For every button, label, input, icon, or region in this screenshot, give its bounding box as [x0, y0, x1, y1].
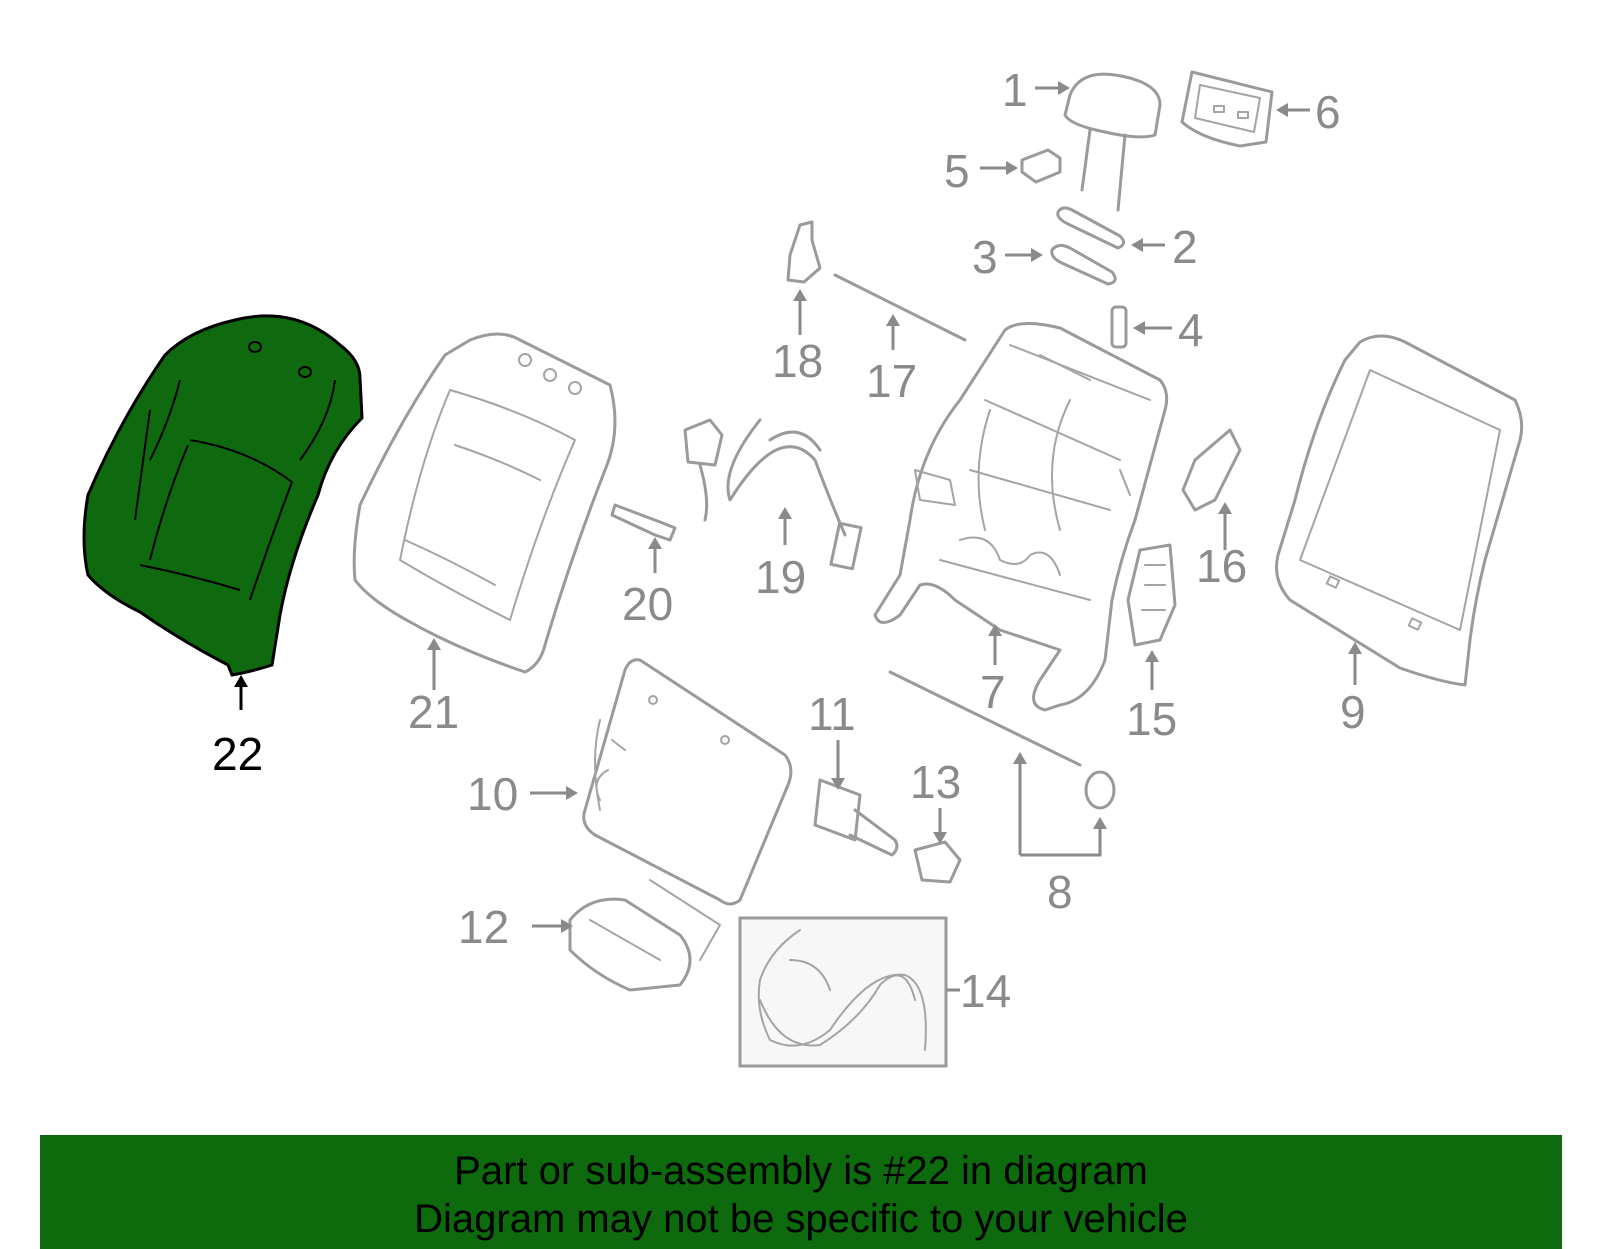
callout-labels: 22 21 1 6 5 2 3 4 7 9 10 11 12 13 14 15 … [212, 64, 1366, 1017]
part-17-rod[interactable] [833, 273, 967, 342]
part-5-pad[interactable] [1020, 148, 1062, 184]
part-15-motor[interactable] [1126, 543, 1177, 647]
callout-17: 17 [866, 355, 917, 407]
callout-1: 1 [1002, 64, 1028, 116]
banner-line-2: Diagram may not be specific to your vehi… [414, 1197, 1188, 1241]
callout-18: 18 [772, 335, 823, 387]
callout-11: 11 [808, 688, 856, 740]
callout-7: 7 [980, 666, 1006, 718]
part-10-lumbar-panel[interactable] [582, 658, 793, 906]
callout-9: 9 [1340, 686, 1366, 738]
part-7-seat-back-frame[interactable] [873, 322, 1169, 712]
part-18-latch[interactable] [786, 220, 822, 284]
part-22-seat-back-cover[interactable] [82, 314, 364, 677]
part-16-motor[interactable] [1181, 428, 1242, 512]
callout-15: 15 [1126, 693, 1177, 745]
part-6-guide-cap[interactable] [1180, 70, 1274, 148]
callout-2: 2 [1172, 221, 1198, 273]
callout-10: 10 [467, 768, 518, 820]
part-21-seat-back-trim[interactable] [352, 332, 617, 674]
callout-4: 4 [1178, 304, 1204, 356]
leader-lines [234, 81, 1362, 992]
callout-3: 3 [972, 231, 998, 283]
part-1-headrest[interactable] [1063, 72, 1162, 212]
part-19-harness[interactable] [683, 418, 863, 571]
part-2-bracket[interactable] [1056, 206, 1125, 250]
part-12-pump[interactable] [568, 879, 721, 992]
callout-6: 6 [1315, 86, 1341, 138]
callout-5: 5 [944, 145, 970, 197]
callout-16: 16 [1196, 540, 1247, 592]
part-20-plug[interactable] [610, 503, 677, 542]
part-13-sensor[interactable] [913, 840, 962, 884]
callout-13: 13 [910, 756, 961, 808]
part-4-pin[interactable] [1110, 305, 1128, 349]
callout-12: 12 [458, 901, 509, 953]
callout-19: 19 [755, 551, 806, 603]
info-banner: Part or sub-assembly is #22 in diagram D… [40, 1135, 1562, 1249]
part-9-back-panel[interactable] [1275, 334, 1524, 687]
callout-21: 21 [408, 686, 459, 738]
callout-14: 14 [960, 965, 1011, 1017]
banner-line-1: Part or sub-assembly is #22 in diagram [454, 1149, 1148, 1193]
callout-22: 22 [212, 728, 263, 780]
part-11-connector[interactable] [813, 778, 899, 857]
callout-8: 8 [1047, 866, 1073, 918]
part-14-hose-kit[interactable] [738, 916, 948, 1068]
part-8-rod[interactable] [888, 670, 1116, 810]
part-3-bracket[interactable] [1050, 243, 1117, 286]
callout-20: 20 [622, 578, 673, 630]
